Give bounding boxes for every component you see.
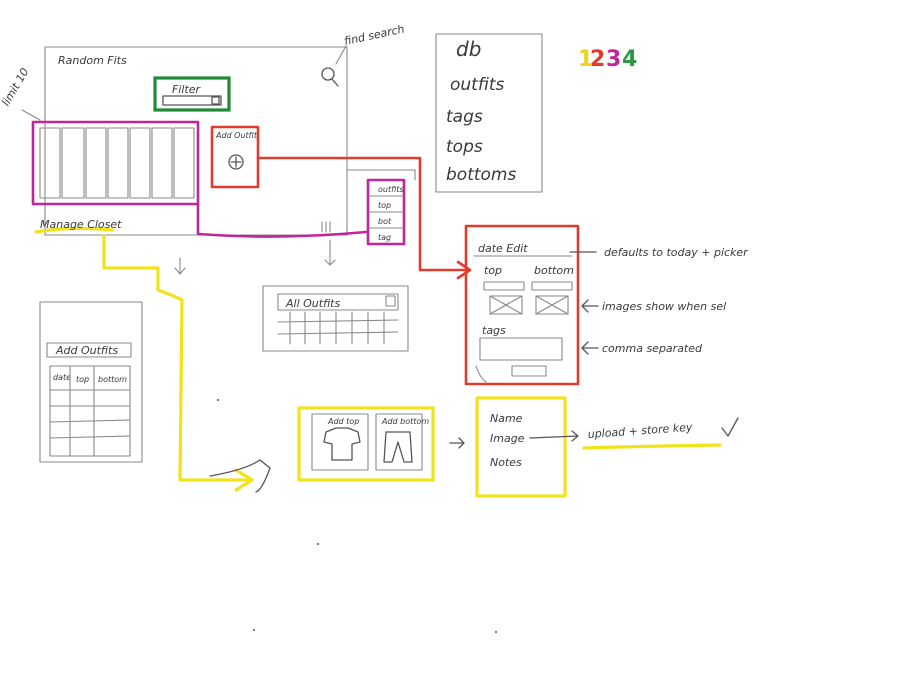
outfit-form-annotations: defaults to today + picker images show w…: [569, 246, 749, 355]
down-arrow-left: [174, 257, 186, 275]
item-form-wireframe: Name Image Notes: [475, 396, 567, 498]
step-numbers: 1 2 3 4: [578, 47, 637, 72]
add-outfit-button[interactable]: Add Outfit: [210, 125, 260, 189]
nav-list-db: db: [456, 37, 481, 61]
add-clothing-wireframe: Add top Add bottom: [297, 406, 435, 482]
carousel-to-menu-connector: [196, 202, 368, 238]
manage-closet-link[interactable]: Manage Closet: [40, 218, 122, 231]
step-number-3: 3: [606, 47, 621, 72]
step-number-2: 2: [590, 47, 605, 72]
find-search-note: find search: [343, 22, 406, 47]
outfit-form-date-label[interactable]: date Edit: [478, 242, 528, 255]
hamburger-icon[interactable]: [321, 221, 331, 233]
menu-item-tag[interactable]: tag: [378, 233, 391, 242]
menu-item-outfits[interactable]: outfits: [378, 185, 404, 194]
menu-item-top[interactable]: top: [378, 201, 391, 210]
top-select[interactable]: [483, 281, 525, 291]
outfit-form-tags-label: tags: [482, 324, 506, 337]
bottom-image-icon: [535, 295, 569, 315]
outfit-form-bottom-label: bottom: [534, 264, 574, 277]
nav-list-wireframe: db outfits tags tops bottoms: [435, 33, 543, 193]
all-outfits-wireframe: All Outfits: [262, 285, 409, 352]
outfit-cards: [39, 127, 195, 199]
add-outfits-col-top: top: [76, 375, 89, 384]
annotation-defaults: defaults to today + picker: [604, 246, 749, 259]
menu-item-bot[interactable]: bot: [378, 217, 392, 226]
item-form-image-label[interactable]: Image: [490, 432, 525, 445]
add-outfits-title: Add Outfits: [55, 344, 118, 357]
upload-note: upload + store key: [587, 421, 693, 441]
outfit-form-wireframe: date Edit top bottom tags: [464, 224, 580, 386]
nav-list-tags: tags: [446, 107, 483, 127]
bottom-select[interactable]: [531, 281, 573, 291]
limit-note: limit 10: [0, 66, 31, 109]
main-screen-title: Random Fits: [58, 54, 127, 67]
annotation-tags: comma separated: [602, 342, 703, 355]
pants-icon: [383, 431, 413, 463]
right-arrow: [449, 437, 465, 449]
add-outfits-col-date: date: [53, 373, 71, 382]
upload-note-highlight: [582, 443, 722, 450]
all-outfits-title: All Outfits: [285, 297, 340, 310]
add-bottom-label[interactable]: Add bottom: [381, 417, 429, 426]
tags-input[interactable]: [479, 337, 563, 361]
checkmark-icon: [721, 417, 739, 437]
step-number-1: 1: [578, 47, 593, 72]
add-outfit-label: Add Outfit: [215, 131, 258, 140]
outfit-form-top-label: top: [484, 264, 502, 277]
item-form-name-label[interactable]: Name: [490, 412, 523, 425]
add-top-label[interactable]: Add top: [327, 417, 359, 426]
plus-icon: [228, 154, 244, 170]
outfit-carousel[interactable]: [31, 120, 200, 206]
step-number-4: 4: [622, 47, 637, 72]
main-screen-wireframe: Random Fits find search limit 10 Filter: [0, 22, 416, 246]
add-outfits-wireframe: Add Outfits date top bottom: [39, 301, 143, 463]
nav-list-bottoms: bottoms: [446, 165, 516, 185]
shirt-icon: [323, 427, 361, 461]
down-arrow-right: [324, 239, 336, 266]
submit-button[interactable]: [511, 365, 547, 377]
nav-menu[interactable]: outfits top bot tag: [366, 178, 406, 246]
nav-list-outfits: outfits: [450, 75, 504, 95]
nav-list-tops: tops: [446, 137, 483, 157]
top-image-icon: [489, 295, 523, 315]
item-form-notes-label[interactable]: Notes: [490, 456, 522, 469]
add-outfits-col-bottom: bottom: [98, 375, 127, 384]
filter-label: Filter: [172, 83, 202, 96]
search-icon[interactable]: [321, 67, 339, 87]
manage-closet-connector: [102, 234, 252, 482]
add-outfit-to-form-connector: [256, 156, 470, 272]
filter-control[interactable]: Filter: [153, 76, 231, 112]
annotation-images: images show when sel: [602, 300, 726, 313]
